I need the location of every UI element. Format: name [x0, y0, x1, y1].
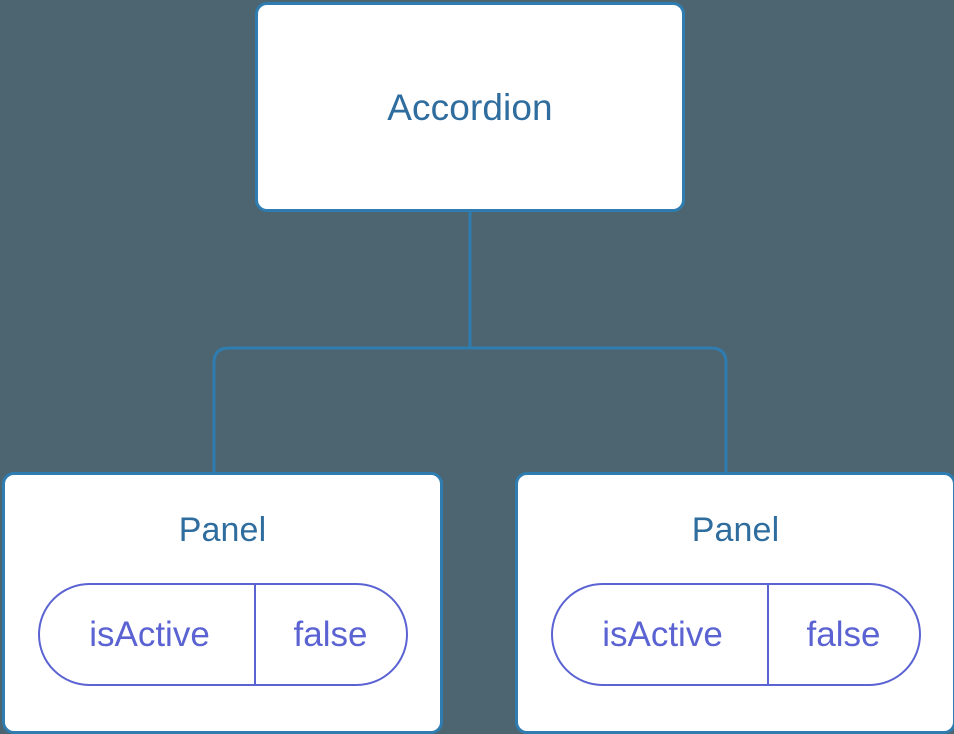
node-title-panel-1: Panel [178, 511, 267, 549]
prop-pill-panel-1[interactable]: isActive false [37, 583, 408, 686]
node-panel-2[interactable]: Panel isActive false [515, 472, 954, 734]
prop-key-isactive-1: isActive [89, 615, 210, 654]
prop-key-isactive-2: isActive [602, 615, 723, 654]
node-title-panel-2: Panel [691, 511, 780, 549]
node-panel-1[interactable]: Panel isActive false [2, 472, 443, 734]
node-accordion[interactable]: Accordion [255, 2, 685, 212]
connector-branch-bus [212, 346, 728, 474]
node-title-accordion: Accordion [387, 86, 553, 128]
prop-value-isactive-1: false [253, 585, 406, 684]
prop-value-isactive-2: false [766, 585, 919, 684]
prop-pill-panel-2[interactable]: isActive false [550, 583, 921, 686]
